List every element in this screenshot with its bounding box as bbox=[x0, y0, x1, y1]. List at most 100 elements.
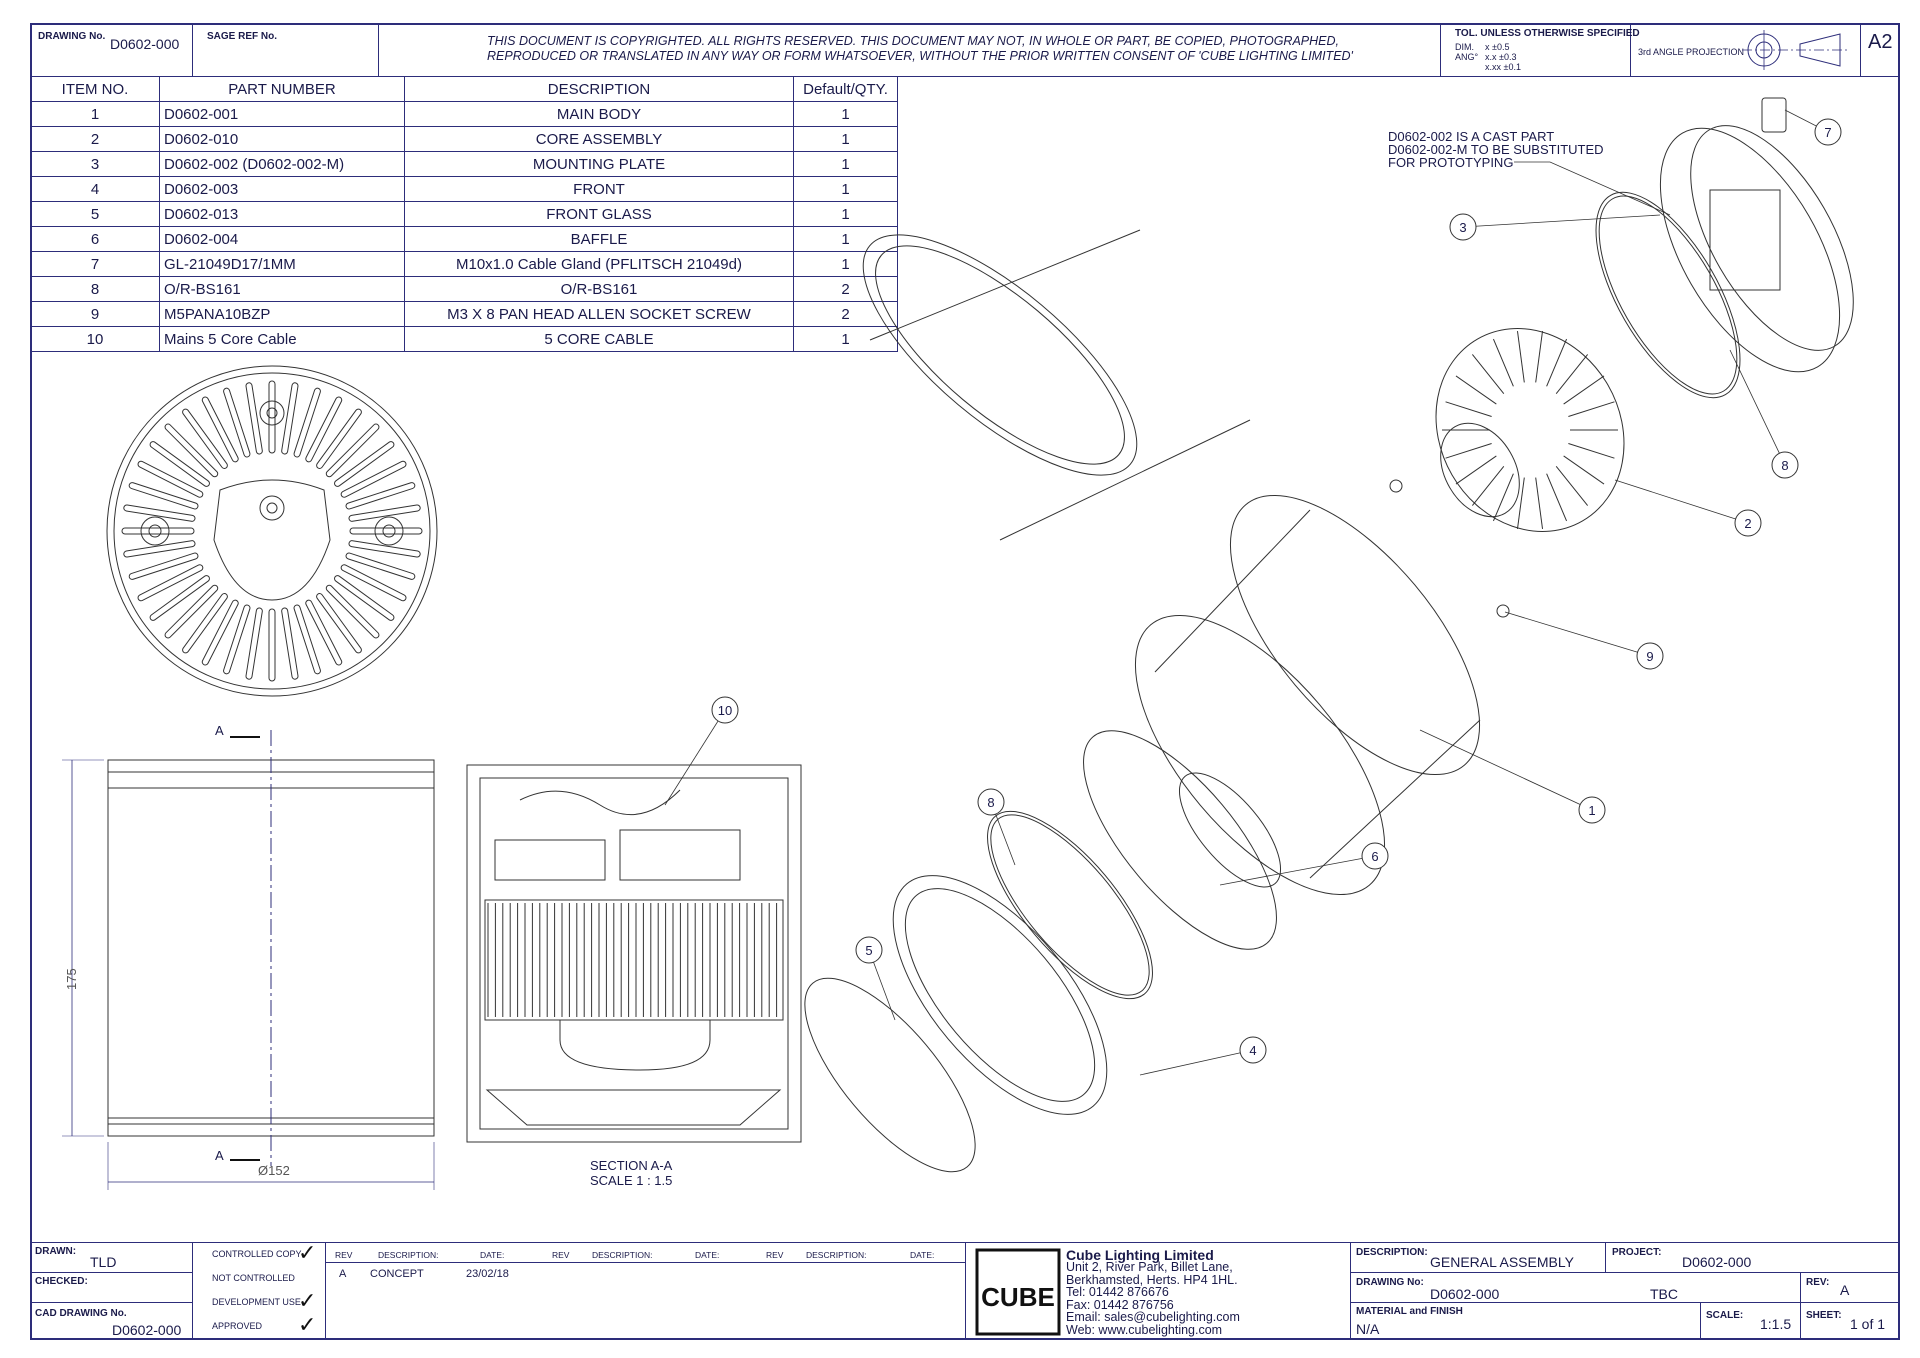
projection-symbol-icon bbox=[1742, 30, 1848, 70]
drawn-label: DRAWN: bbox=[35, 1246, 77, 1257]
note-line-1: D0602-002 IS A CAST PART bbox=[1388, 129, 1554, 144]
core-fin bbox=[1492, 473, 1514, 522]
balloon-label: 8 bbox=[1781, 458, 1788, 473]
header-sep bbox=[1440, 23, 1441, 76]
rev-column-header: DESCRIPTION: bbox=[592, 1250, 653, 1260]
heatsink-fin bbox=[137, 460, 204, 498]
heatsink-fin bbox=[305, 396, 343, 463]
heatsink-fin bbox=[340, 460, 407, 498]
heatsink-fin bbox=[123, 540, 196, 558]
heatsink-fin bbox=[281, 382, 299, 455]
callout-balloon: 2 bbox=[1614, 479, 1762, 537]
heatsink-fin bbox=[348, 540, 421, 558]
heatsink-fin bbox=[281, 607, 299, 680]
core-fin bbox=[1471, 465, 1505, 506]
cube-logo-icon: CUBE bbox=[975, 1248, 1061, 1336]
top-view bbox=[106, 365, 438, 697]
bom-qty: 1 bbox=[793, 126, 898, 152]
company-name: Cube Lighting Limited bbox=[1066, 1247, 1214, 1263]
balloon-label: 1 bbox=[1588, 803, 1595, 818]
core-fin bbox=[1516, 477, 1525, 530]
heatsink-fin bbox=[316, 593, 362, 654]
heatsink-fin bbox=[305, 599, 343, 666]
drawing-no-label: DRAWING No. bbox=[38, 31, 106, 42]
section-marker-top: A bbox=[215, 723, 224, 738]
sheet-label: SHEET: bbox=[1806, 1310, 1842, 1321]
heatsink-fin bbox=[340, 564, 407, 602]
status-approved: APPROVED bbox=[212, 1321, 263, 1331]
heatsink-fin bbox=[149, 575, 210, 621]
tolerance-xx: x.x ±0.3 bbox=[1485, 52, 1517, 62]
side-view bbox=[62, 730, 435, 1190]
status-controlled: CONTROLLED COPY bbox=[212, 1249, 302, 1259]
heatsink-fin bbox=[201, 599, 239, 666]
rev-description: CONCEPT bbox=[370, 1268, 424, 1280]
rev-column-header: DATE: bbox=[695, 1250, 720, 1260]
bom-part-number: D0602-010 bbox=[159, 126, 405, 152]
core-fin bbox=[1492, 338, 1514, 387]
tolerance-xxx: x.xx ±0.1 bbox=[1485, 62, 1521, 72]
heatsink-fin bbox=[293, 604, 321, 675]
rev-date: 23/02/18 bbox=[466, 1268, 509, 1280]
core-fin bbox=[1455, 375, 1497, 405]
material-label: MATERIAL and FINISH bbox=[1356, 1306, 1463, 1317]
bom-qty: 1 bbox=[793, 151, 898, 177]
rev-column-header: DATE: bbox=[480, 1250, 505, 1260]
heatsink-fin bbox=[334, 441, 395, 487]
tolerance-ang: ANG° bbox=[1455, 52, 1479, 62]
address-line: Unit 2, River Park, Billet Lane, bbox=[1066, 1260, 1233, 1274]
bom-part-number: D0602-003 bbox=[159, 176, 405, 202]
status-development: DEVELOPMENT USE bbox=[212, 1297, 301, 1307]
section-marker-bottom: A bbox=[215, 1148, 224, 1163]
balloon-label: 6 bbox=[1371, 849, 1378, 864]
bom-qty: 2 bbox=[793, 276, 898, 302]
core-fin bbox=[1445, 401, 1492, 417]
heatsink-fin bbox=[182, 593, 228, 654]
core-fin bbox=[1546, 338, 1568, 387]
check-icon: ✓ bbox=[298, 1312, 317, 1337]
project-value: D0602-000 bbox=[1682, 1254, 1752, 1270]
heatsink-fin bbox=[128, 482, 199, 510]
core-fin bbox=[1535, 477, 1544, 530]
heatsink-fin bbox=[348, 504, 421, 522]
heatsink-fin bbox=[334, 575, 395, 621]
section-title: SECTION A-A bbox=[590, 1158, 673, 1173]
heatsink-fin bbox=[123, 504, 196, 522]
heatsink-fin bbox=[223, 604, 251, 675]
bom-part-number: Mains 5 Core Cable bbox=[159, 326, 405, 352]
tbc-value: TBC bbox=[1650, 1286, 1678, 1302]
description-label: DESCRIPTION: bbox=[1356, 1247, 1428, 1258]
exploded-view bbox=[804, 97, 1854, 1173]
status-not-controlled: NOT CONTROLLED bbox=[212, 1273, 295, 1283]
core-fin bbox=[1568, 401, 1615, 417]
callout-balloon: 9 bbox=[1504, 611, 1664, 670]
rev-column-header: DATE: bbox=[910, 1250, 935, 1260]
drawn-by: TLD bbox=[90, 1254, 117, 1270]
address-line: Berkhamsted, Herts. HP4 1HL. bbox=[1066, 1272, 1238, 1287]
address-line: Tel: 01442 876676 bbox=[1066, 1285, 1169, 1299]
heatsink-fin bbox=[316, 408, 362, 469]
balloon-label: 3 bbox=[1459, 220, 1466, 235]
bom-description: 5 CORE CABLE bbox=[404, 326, 794, 352]
balloon-label: 4 bbox=[1249, 1043, 1256, 1058]
header-sep bbox=[378, 23, 379, 76]
rev-value-tb: A bbox=[1840, 1282, 1850, 1298]
rev-column-header: REV bbox=[552, 1250, 570, 1260]
note-line-3: FOR PROTOTYPING bbox=[1388, 155, 1513, 170]
sheet-value: 1 of 1 bbox=[1850, 1316, 1886, 1332]
bom-description: M3 X 8 PAN HEAD ALLEN SOCKET SCREW bbox=[404, 301, 794, 327]
heatsink-fin bbox=[349, 527, 423, 535]
header-sep bbox=[192, 23, 193, 76]
heatsink-fin bbox=[223, 387, 251, 458]
core-fin bbox=[1471, 354, 1505, 395]
bom-qty: 1 bbox=[793, 326, 898, 352]
drawing-no-tb: D0602-000 bbox=[1430, 1286, 1500, 1302]
rev-column-header: REV bbox=[335, 1250, 353, 1260]
callout-balloon: 7 bbox=[1784, 109, 1842, 146]
note-line-2: D0602-002-M TO BE SUBSTITUTED bbox=[1388, 142, 1604, 157]
address-line: Email: sales@cubelighting.com bbox=[1066, 1310, 1240, 1324]
bom-item-no: 5 bbox=[30, 201, 160, 227]
copyright-notice: THIS DOCUMENT IS COPYRIGHTED. ALL RIGHTS… bbox=[487, 34, 1353, 63]
header-divider bbox=[30, 76, 1900, 77]
